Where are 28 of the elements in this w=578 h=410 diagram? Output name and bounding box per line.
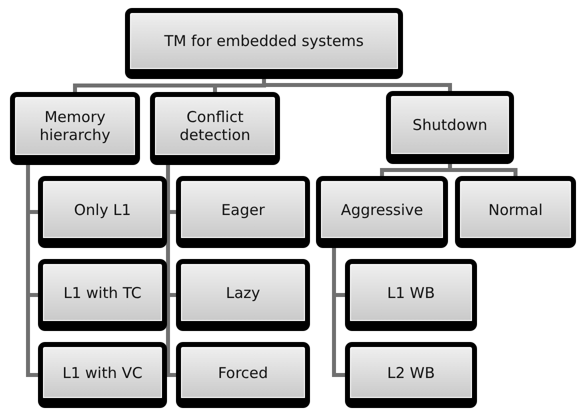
category-box [176, 176, 310, 248]
category-label: Conflict detection [178, 108, 252, 144]
category-label: Forced [218, 364, 268, 382]
category-label: Normal [488, 200, 543, 218]
category-box [386, 91, 514, 164]
category-label: Shutdown [412, 116, 488, 134]
category-label: Only L1 [74, 200, 132, 218]
category-box [38, 259, 167, 331]
category-box [176, 259, 310, 331]
category-label: Lazy [226, 284, 260, 302]
category-box [176, 342, 310, 408]
category-box [345, 342, 477, 408]
category-label: L2 WB [387, 364, 435, 382]
category-label: L1 WB [387, 284, 435, 302]
category-box [125, 8, 403, 79]
category-box [38, 342, 167, 408]
category-box [38, 176, 167, 248]
category-box [345, 259, 477, 331]
category-box [455, 176, 576, 248]
category-label: Eager [221, 200, 265, 218]
category-box [316, 176, 448, 248]
category-label: L1 with TC [63, 284, 142, 302]
category-label: L1 with VC [62, 364, 142, 382]
category-box [10, 92, 140, 165]
category-label: Memory hierarchy [38, 108, 112, 144]
category-box [150, 92, 280, 165]
category-label: TM for embedded systems [164, 32, 364, 50]
category-label: Aggressive [340, 200, 424, 218]
